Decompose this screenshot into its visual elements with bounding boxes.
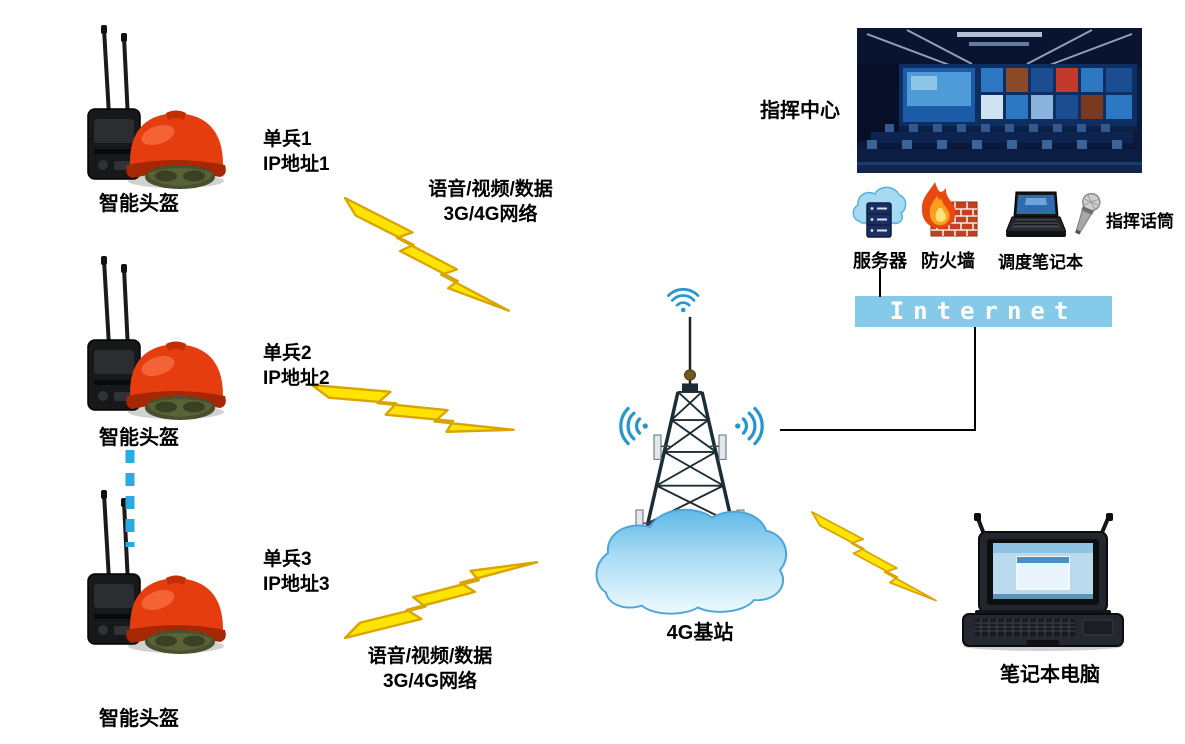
firewall-label: 防火墙 [921,251,975,271]
soldier-3-ip: IP地址3 [263,574,330,595]
lightning-bolt-icon-4 [805,511,943,602]
soldier-1-label: 单兵1 IP地址1 [263,127,330,177]
link-top-line2: 3G/4G网络 [443,204,538,225]
dispatch-laptop-icon [1006,191,1066,237]
soldier-1-name: 单兵1 [263,129,312,150]
link-top-label: 语音/视频/数据 3G/4G网络 [398,177,583,227]
soldier-2-label: 单兵2 IP地址2 [263,341,330,391]
microphone-label: 指挥话筒 [1106,212,1174,231]
soldier-3-label: 单兵3 IP地址3 [263,547,330,597]
smart-helmet-unit-1 [78,25,228,190]
cloud-icon [595,508,788,615]
internet-bar: Internet [855,296,1112,327]
wifi-icon-top [667,288,700,314]
link-bottom-label: 语音/视频/数据 3G/4G网络 [345,644,515,694]
lightning-bolt-icon-2 [310,326,515,489]
smart-helmet-unit-2 [78,256,228,421]
helmet-3-label: 智能头盔 [99,708,179,730]
helmet-1-label: 智能头盔 [99,193,179,215]
rugged-laptop-icon [962,513,1124,651]
base-station-label: 4G基站 [666,622,734,644]
command-center-label: 指挥中心 [760,100,840,122]
base-station-tower [595,316,788,615]
server-label: 服务器 [853,251,907,271]
smart-helmet-unit-3 [78,490,228,655]
helmet-2-label: 智能头盔 [99,427,179,449]
soldier-2-ip: IP地址2 [263,368,330,389]
field-laptop-label: 笔记本电脑 [1000,664,1100,686]
microphone-icon [1075,192,1101,235]
soldier-1-ip: IP地址1 [263,154,330,175]
server-cloud-icon [852,186,907,238]
command-center-photo [857,28,1142,173]
dispatch-laptop-label: 调度笔记本 [998,253,1083,272]
firewall-brick-flame-icon [921,182,978,237]
link-top-line1: 语音/视频/数据 [428,179,553,200]
internet-basestation-connector-line [780,327,976,431]
soldier-2-name: 单兵2 [263,343,312,364]
link-bottom-line1: 语音/视频/数据 [367,646,493,667]
soldier-3-name: 单兵3 [263,549,312,570]
link-bottom-line2: 3G/4G网络 [383,671,477,692]
